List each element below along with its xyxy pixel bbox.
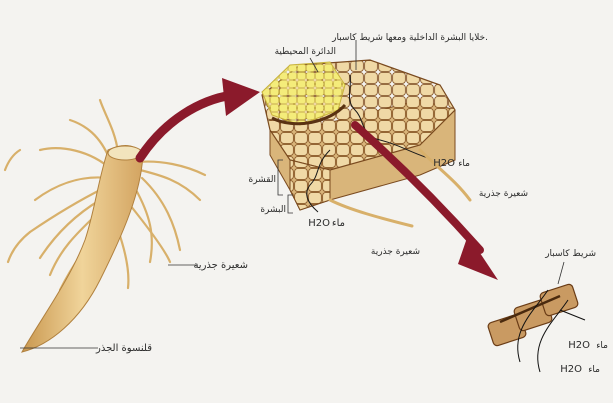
water-mid-formula: H2O [308,218,330,229]
arrow-head-1 [222,78,260,116]
water-cell-1-text: ماء [596,341,608,351]
arrow-head-2 [458,235,498,280]
root-hair-mid-text: شعيرة جذرية [479,189,528,199]
water-cell-1-formula: H2O [568,340,590,351]
epidermis-text: البشرة [260,205,286,215]
root-cap-text: قلنسوة الجذر [95,343,152,354]
water-right-text: ماء [458,159,470,169]
label-water-right: ماء H2O [433,158,470,169]
label-root-hair-left: شعيرة جذرية [168,260,248,271]
root-hair-right-text: شعيرة جذرية [371,247,420,257]
cortex-text: القشرة [248,175,276,185]
label-casparian: شريط كاسبار [544,249,596,284]
casparian-text: شريط كاسبار [544,249,596,259]
water-cell-2-formula: H2O [560,364,582,375]
water-mid-text: ماء [332,218,345,229]
label-water-cell-1: ماء H2O [568,340,608,351]
label-water-cell-2: ماء H2O [560,364,600,375]
label-water-mid: ماء H2O [308,218,345,229]
water-right-formula: H2O [433,158,455,169]
pericycle-text: الدائرة المحيطية [275,47,336,57]
label-root-hair-mid: شعيرة جذرية [479,189,528,199]
label-cortex: القشرة [248,160,283,195]
water-cell-2-text: ماء [588,365,600,375]
label-epidermis: البشرة [260,195,293,215]
root-hair-left-text: شعيرة جذرية [193,260,248,271]
arrow-root-to-section [140,95,232,158]
endodermal-cells [487,283,585,372]
water-flow-line-3 [560,310,585,320]
label-root-hair-right: شعيرة جذرية [371,247,420,257]
whole-root [5,100,205,352]
endodermis-text: خلايا البشرة الداخلية ومعها شريط كاسبار. [331,33,488,43]
